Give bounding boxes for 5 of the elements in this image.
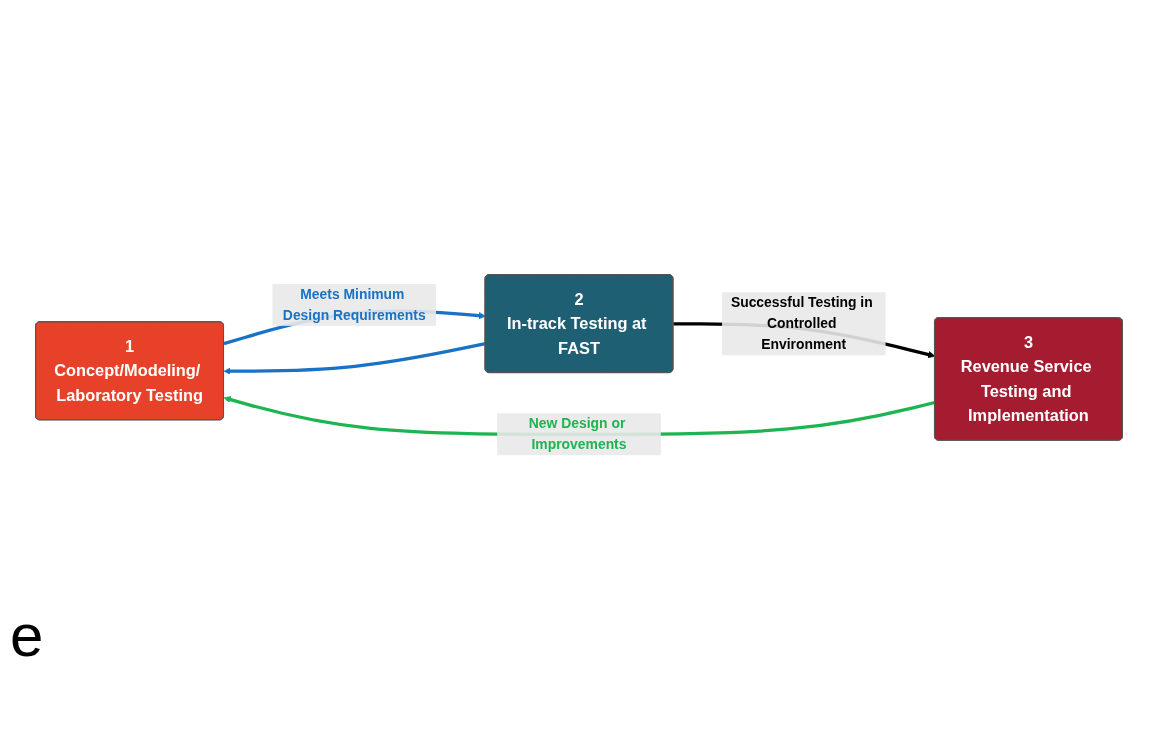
text-fragment: e — [10, 602, 44, 669]
edge-label: Meets Minimum Design Requirements — [282, 286, 426, 324]
edge-label: Successful Testing in Controlled Environment — [730, 294, 873, 353]
edge-label: New Design or Improvements — [528, 416, 627, 453]
arrow — [223, 342, 486, 375]
